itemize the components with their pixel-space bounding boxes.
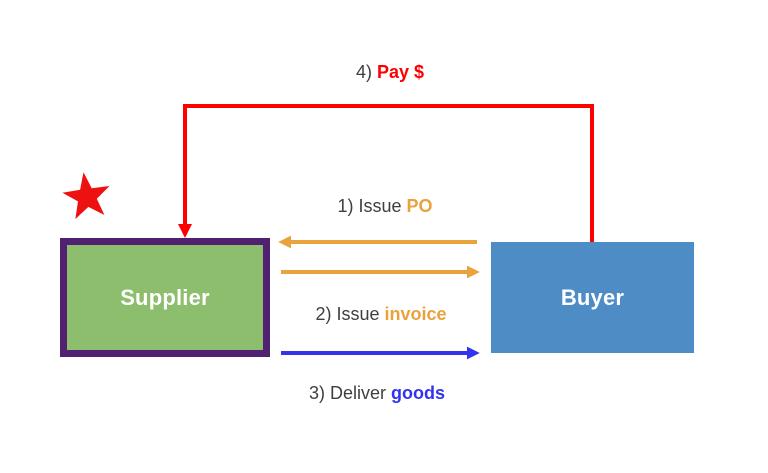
step-3-prefix: 3) Deliver <box>308 383 392 403</box>
buyer-node: Buyer <box>491 242 694 353</box>
step-4-keyword: Pay $ <box>376 62 425 82</box>
step-3-deliver-goods-label: 3) Deliver goods <box>309 383 445 405</box>
supplier-node: Supplier <box>60 238 270 357</box>
star-icon <box>62 172 110 220</box>
step-2-issue-invoice-label: 2) Issue invoice <box>315 304 446 326</box>
step-1-keyword: PO <box>406 196 433 216</box>
step-1-prefix: 1) Issue <box>337 196 407 216</box>
step-2-keyword: invoice <box>384 304 447 324</box>
step-4-prefix: 4) <box>355 62 377 82</box>
pay-arrow <box>178 104 594 242</box>
step-3-keyword: goods <box>391 383 446 403</box>
step-4-pay-label: 4) Pay $ <box>356 62 424 84</box>
supplier-label: Supplier <box>120 284 210 310</box>
step-2-prefix: 2) Issue <box>315 304 385 324</box>
buyer-label: Buyer <box>560 284 625 310</box>
step-1-issue-po-label: 1) Issue PO <box>337 196 432 218</box>
